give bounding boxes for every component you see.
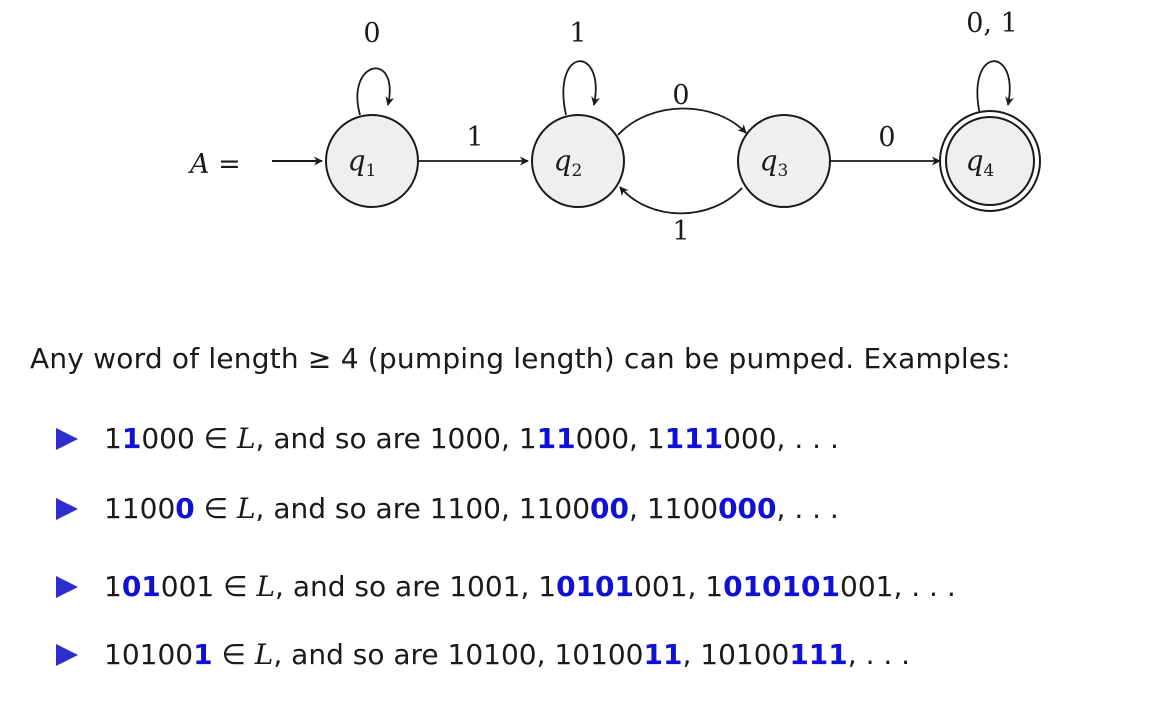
svg-text:q2: q2 xyxy=(554,144,583,181)
example-segment: ∈ xyxy=(194,492,237,525)
example-item: 11000 ∈ L, and so are 1100, 110000, 1100… xyxy=(56,492,839,525)
example-text: 101001 ∈ L, and so are 1001, 10101001, 1… xyxy=(104,570,956,603)
transition-q2-q2 xyxy=(562,60,600,116)
example-segment: , . . . xyxy=(847,638,911,671)
transition-label-q2-q3: 0 xyxy=(672,80,689,111)
example-segment: 000, . . . xyxy=(723,422,839,455)
example-segment: 000 ∈ xyxy=(141,422,237,455)
state-q1: q1 xyxy=(325,114,419,208)
pumped-segment: 01 xyxy=(121,570,161,603)
pumped-segment: 010101 xyxy=(723,570,840,603)
pumped-segment: 1 xyxy=(193,638,213,671)
example-segment: , 1100 xyxy=(629,492,719,525)
pumped-segment: 00 xyxy=(590,492,630,525)
state-q3: q3 xyxy=(737,114,831,208)
pumped-segment: 111 xyxy=(789,638,848,671)
example-segment: 001, . . . xyxy=(840,570,956,603)
transition-label-q1-q1: 0 xyxy=(363,18,380,49)
state-q2: q2 xyxy=(531,114,625,208)
transition-label-q1-q2: 1 xyxy=(466,122,483,153)
automaton-diagram: A = 0 1 0, 1 1 0 1 0 q1 q2 q3 q4 xyxy=(187,8,1041,247)
intro-text: Any word of length ≥ 4 (pumping length) … xyxy=(30,342,1011,375)
example-segment: , and so are 1100, 1100 xyxy=(255,492,591,525)
example-text: 11000 ∈ L, and so are 1000, 111000, 1111… xyxy=(104,422,839,455)
bullet-triangle-icon xyxy=(56,497,78,520)
example-segment: 001 ∈ xyxy=(160,570,257,603)
transition-q4-q4 xyxy=(976,60,1014,116)
language-symbol: L xyxy=(236,492,256,525)
transition-label-q4-q4: 0, 1 xyxy=(966,8,1018,39)
transition-label-q3-q2: 1 xyxy=(672,216,689,247)
svg-text:q1: q1 xyxy=(348,144,377,181)
transition-label-q2-q2: 1 xyxy=(569,18,586,49)
automaton-name-label: A = xyxy=(187,149,241,180)
example-segment: 10100 xyxy=(104,638,194,671)
pumped-segment: 1 xyxy=(121,422,142,455)
pumped-segment: 000 xyxy=(718,492,777,525)
transitions xyxy=(356,60,1014,215)
example-item: 101001 ∈ L, and so are 10100, 1010011, 1… xyxy=(56,638,910,671)
example-item: 101001 ∈ L, and so are 1001, 10101001, 1… xyxy=(56,570,956,603)
example-segment: , 10100 xyxy=(682,638,790,671)
bullet-triangle-icon xyxy=(56,427,78,450)
language-symbol: L xyxy=(236,422,256,455)
pumped-segment: 0 xyxy=(175,492,195,525)
example-segment: , and so are 10100, 10100 xyxy=(273,638,644,671)
example-text: 11000 ∈ L, and so are 1100, 110000, 1100… xyxy=(104,492,839,525)
state-q4: q4 xyxy=(939,110,1041,212)
example-segment: 001, 1 xyxy=(634,570,724,603)
example-segment: , . . . xyxy=(776,492,839,525)
svg-text:q4: q4 xyxy=(966,144,995,181)
example-segment: 1 xyxy=(104,570,122,603)
pumped-segment: 11 xyxy=(643,638,683,671)
language-symbol: L xyxy=(256,570,276,603)
transition-label-q3-q4: 0 xyxy=(878,122,895,153)
example-segment: ∈ xyxy=(212,638,255,671)
language-symbol: L xyxy=(254,638,274,671)
example-segment: 1100 xyxy=(104,492,176,525)
pumped-segment: 0101 xyxy=(556,570,635,603)
example-segment: , and so are 1001, 1 xyxy=(275,570,557,603)
transition-q1-q1 xyxy=(356,67,395,116)
example-segment: 000, 1 xyxy=(575,422,665,455)
example-item: 11000 ∈ L, and so are 1000, 111000, 1111… xyxy=(56,422,839,455)
pumped-segment: 111 xyxy=(664,422,724,455)
example-segment: 1 xyxy=(104,422,122,455)
pumped-segment: 11 xyxy=(536,422,576,455)
bullet-triangle-icon xyxy=(56,575,78,598)
transition-q3-q2 xyxy=(619,186,743,215)
svg-text:q3: q3 xyxy=(760,144,789,181)
example-segment: , and so are 1000, 1 xyxy=(255,422,537,455)
bullet-triangle-icon xyxy=(56,643,78,666)
example-text: 101001 ∈ L, and so are 10100, 1010011, 1… xyxy=(104,638,910,671)
transition-q2-q3 xyxy=(617,107,747,136)
